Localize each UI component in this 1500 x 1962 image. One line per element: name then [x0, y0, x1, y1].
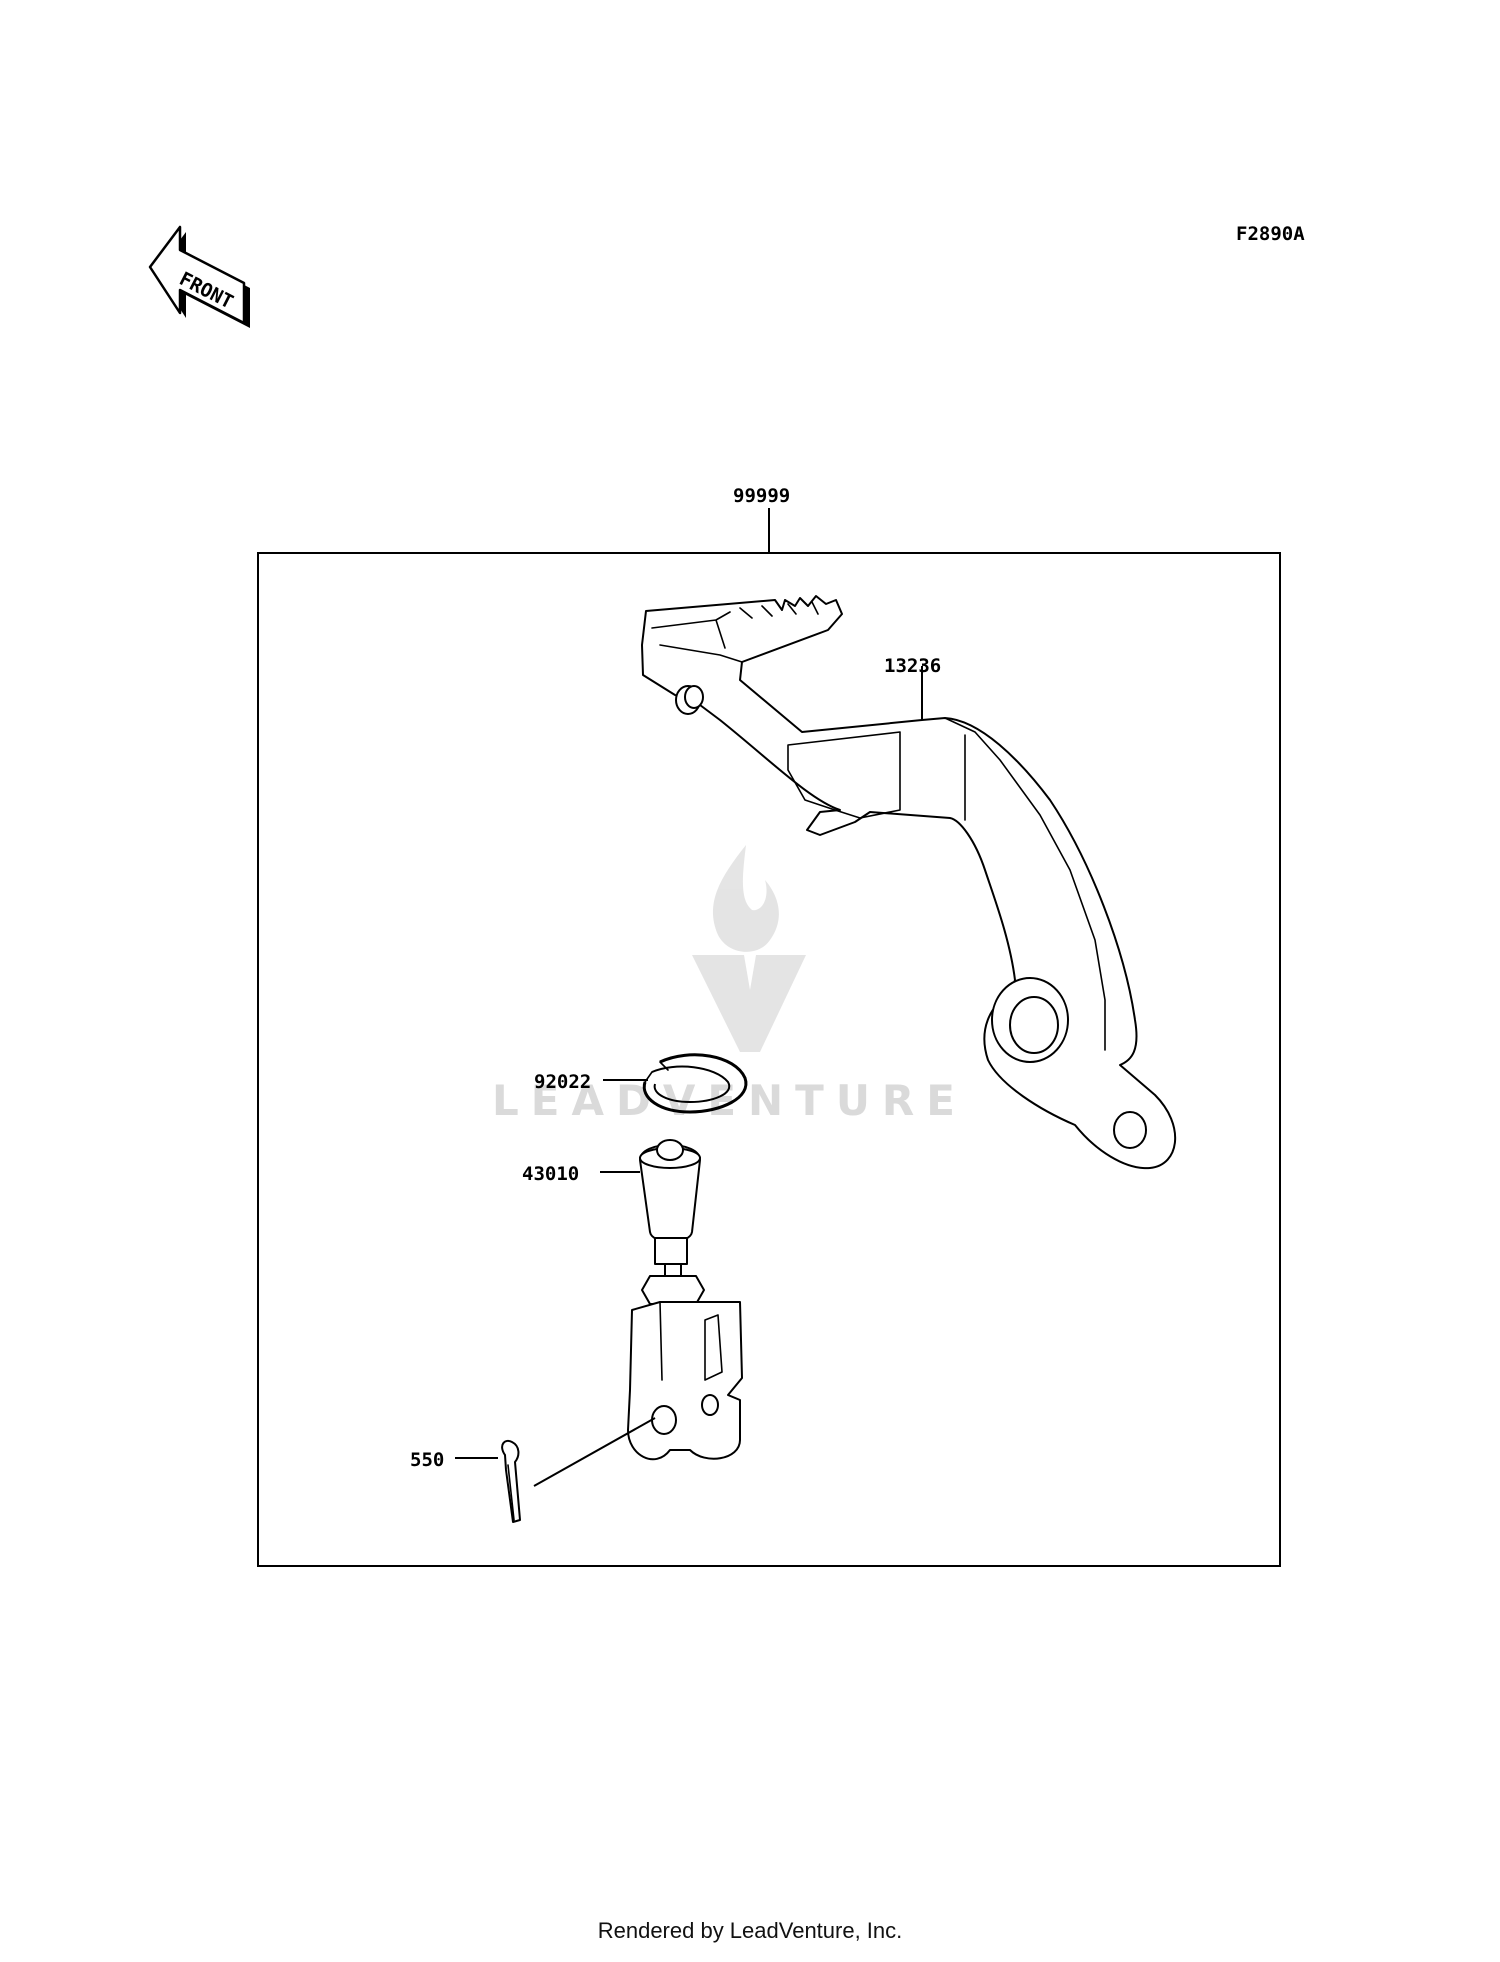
- cotter-pin-callout: 550: [410, 1449, 444, 1471]
- assembly-callout: 99999: [733, 485, 790, 507]
- leadventure-watermark: LEADVENTURE: [492, 845, 967, 1125]
- clevis-joint-icon: [627, 1139, 743, 1461]
- front-arrow-icon: FRONT: [148, 225, 250, 328]
- figure-code: F2890A: [1236, 223, 1305, 245]
- cotter-pin-install-line: [533, 1417, 656, 1487]
- footer-credit: Rendered by LeadVenture, Inc.: [597, 1918, 903, 1943]
- pedal-callout: 13236: [884, 655, 941, 677]
- watermark-text: LEADVENTURE: [492, 1076, 967, 1125]
- brake-pedal-icon: [641, 595, 1177, 1170]
- clevis-callout: 43010: [522, 1163, 579, 1185]
- snap-ring-icon: [642, 1053, 748, 1114]
- snap-ring-callout: 92022: [534, 1071, 591, 1093]
- cotter-pin-icon: [501, 1439, 521, 1523]
